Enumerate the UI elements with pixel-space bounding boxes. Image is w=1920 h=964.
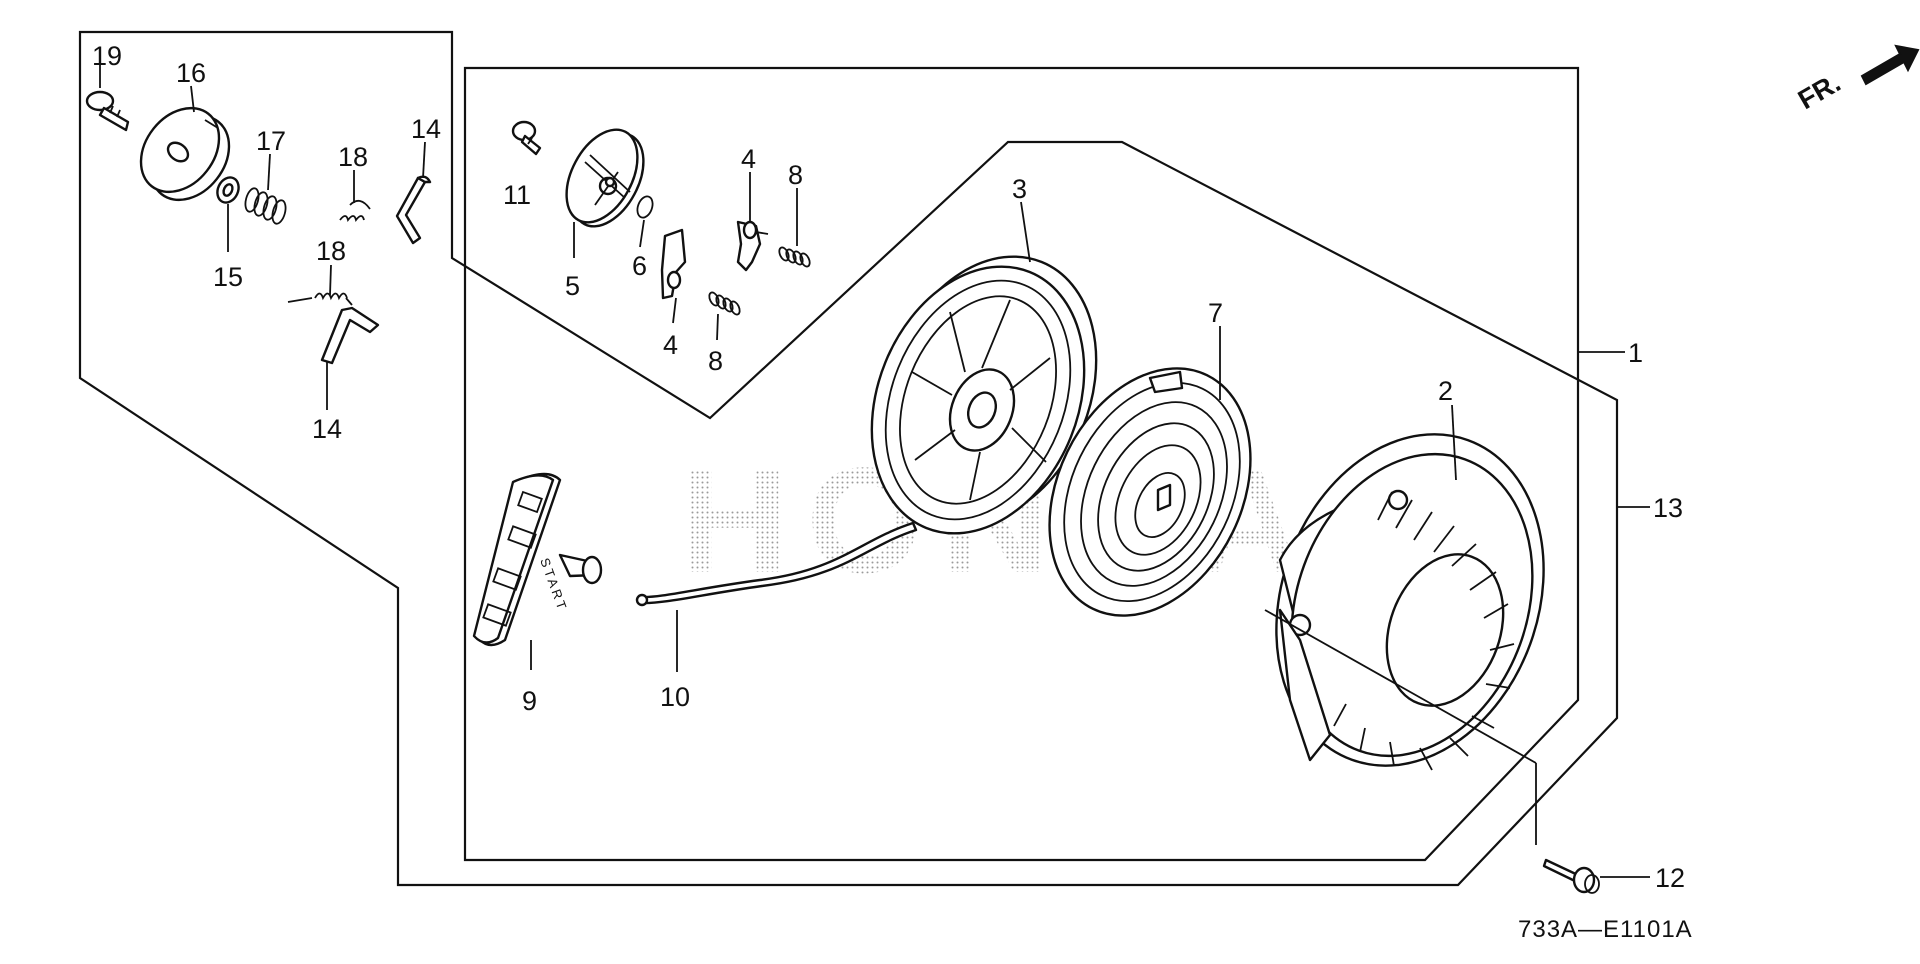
part-4-ratchet-upper (736, 220, 769, 272)
part-8-spring-upper (778, 246, 811, 268)
callout-10: 10 (660, 682, 690, 712)
callout-9: 9 (522, 686, 537, 716)
part-4-ratchet-lower (660, 228, 687, 300)
part-11-bolt (511, 120, 542, 156)
part-5-ratchet-guide (565, 128, 645, 228)
callout-12: 12 (1655, 863, 1685, 893)
part-18-spring-lower (287, 292, 353, 306)
callout-19: 19 (92, 41, 122, 71)
part-16-drum (139, 106, 231, 202)
callout-15: 15 (213, 262, 243, 292)
callout-2: 2 (1438, 376, 1453, 406)
callout-4-upper: 4 (741, 144, 756, 174)
part-14-hose-lower (320, 306, 380, 365)
callout-5: 5 (565, 271, 580, 301)
callout-14-upper: 14 (411, 114, 441, 144)
callout-18-upper: 18 (338, 142, 368, 172)
assembly-group-frame-1 (463, 66, 1580, 862)
direction-label: FR. (1793, 67, 1846, 115)
part-18-spring-upper (339, 199, 371, 223)
callout-18-lower: 18 (316, 236, 346, 266)
part-10-rope (635, 521, 918, 607)
part-9-start-handle: START (472, 472, 603, 647)
callout-11: 11 (503, 180, 531, 210)
part-7-recoil-spring (1048, 367, 1252, 617)
part-6-clip (636, 195, 654, 219)
callout-17: 17 (256, 126, 286, 156)
callout-labels: 19 16 17 15 18 18 14 14 11 5 6 4 4 8 8 3… (92, 41, 1685, 893)
part-14-hose-upper (395, 175, 432, 245)
callout-13: 13 (1653, 493, 1683, 523)
callout-16: 16 (176, 58, 206, 88)
callout-6: 6 (632, 251, 647, 281)
part-17-spring (244, 187, 287, 225)
callout-3: 3 (1012, 174, 1027, 204)
part-8-spring-lower (708, 291, 741, 316)
diagram-code: 733A—E1101A (1518, 916, 1693, 943)
callout-7: 7 (1208, 298, 1223, 328)
front-direction-indicator: FR. (1793, 44, 1920, 115)
part-15-washer (216, 176, 240, 204)
callout-1: 1 (1628, 338, 1643, 368)
callout-8-lower: 8 (708, 346, 723, 376)
part-3-reel (870, 255, 1098, 535)
part-12-flange-bolt (1542, 858, 1600, 894)
callout-8-upper: 8 (788, 160, 803, 190)
part-19-bolt (85, 90, 130, 132)
callout-14-lower: 14 (312, 414, 342, 444)
front-arrow-icon (1860, 44, 1920, 86)
part-2-starter-case (1275, 433, 1545, 771)
callout-4-lower: 4 (663, 330, 678, 360)
leader-lines (99, 60, 1650, 878)
assembly-group-frame-13 (78, 30, 1619, 887)
